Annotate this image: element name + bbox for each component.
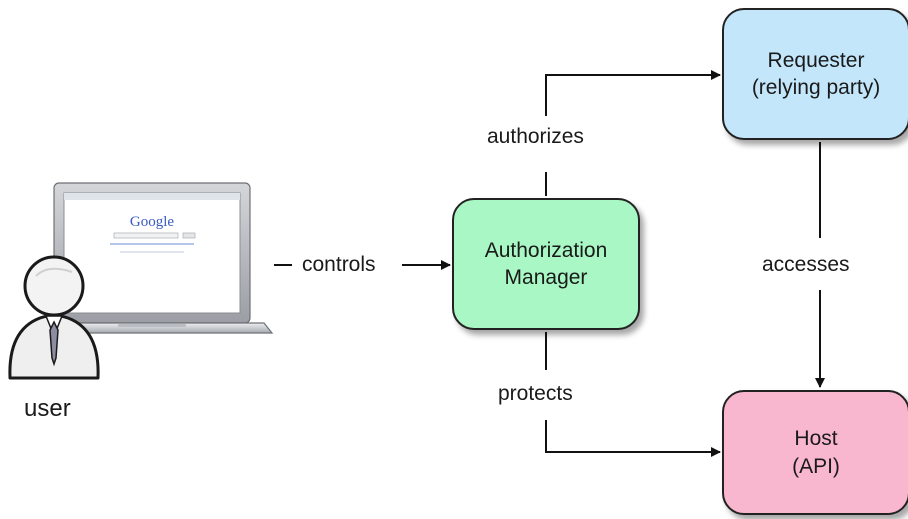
requester-node: Requester (relying party) [722, 8, 908, 140]
protects-label: protects [498, 382, 573, 406]
requester-line1: Requester [767, 48, 865, 72]
authorization-manager-line1: Authorization [484, 238, 608, 262]
host-node: Host (API) [722, 390, 908, 515]
laptop-icon: Google [30, 182, 274, 334]
protects-edge-arrow [545, 420, 721, 457]
accesses-label: accesses [762, 253, 850, 277]
user-icon [8, 255, 100, 380]
authorizes-edge-arrow [545, 70, 721, 116]
authorization-manager-line2: Manager [504, 266, 588, 289]
user-label: user [24, 395, 71, 423]
host-line2: (API) [792, 454, 840, 478]
host-line1: Host [794, 427, 838, 451]
authorizes-label: authorizes [487, 125, 584, 149]
laptop-screen-logo: Google [130, 214, 175, 230]
requester-line2: (relying party) [751, 76, 881, 99]
controls-label: controls [302, 253, 376, 277]
authorization-manager-node: Authorization Manager [452, 198, 640, 330]
